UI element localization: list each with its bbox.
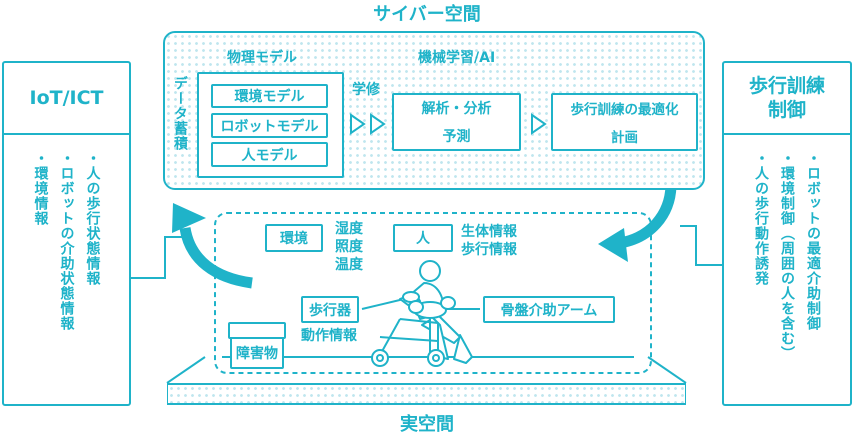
- left-connector-line: [130, 236, 182, 279]
- environment-box: 環境: [265, 224, 323, 252]
- plan-line2: 計画: [611, 130, 638, 146]
- floor-platform: [167, 383, 686, 405]
- gait-control-title: 歩行訓練制御: [724, 63, 850, 135]
- iot-item: ・環境情報: [32, 151, 49, 226]
- illuminance-label: 照度: [335, 239, 363, 255]
- upload-arrow: [179, 226, 253, 289]
- pelvis-arm-link: [361, 298, 405, 310]
- walker-motion-info: 動作情報: [301, 328, 357, 344]
- head: [419, 260, 441, 282]
- cyber-space-title: サイバー空間: [373, 4, 481, 25]
- analysis-line1: 解析・分析: [421, 101, 492, 117]
- iot-item: ・ロボットの介助状態情報: [58, 151, 75, 331]
- plan-line1: 歩行訓練の最適化: [570, 102, 679, 118]
- analysis-box: 解析・分析 予測: [392, 93, 521, 151]
- iot-item: ・人の歩行状態情報: [84, 151, 101, 286]
- gait-info-label: 歩行情報: [461, 242, 517, 258]
- floor-right-edge: [647, 356, 687, 384]
- analysis-line2: 予測: [442, 129, 471, 145]
- control-item: ・環境制御（周囲の人を含む）: [779, 151, 795, 361]
- gait-control-title-line1: 歩行訓練: [748, 75, 825, 97]
- plan-box: 歩行訓練の最適化 計画: [551, 93, 698, 151]
- control-item: ・ロボットの最適介助制御: [805, 151, 821, 331]
- real-space-title: 実空間: [400, 414, 454, 435]
- flow-arrow-icon: [531, 113, 547, 135]
- physical-model-label: 物理モデル: [227, 50, 297, 66]
- iot-ict-panel: IoT/ICT ・人の歩行状態情報 ・ロボットの介助状態情報 ・環境情報: [2, 61, 131, 406]
- person-box: 人: [393, 224, 453, 252]
- temperature-label: 温度: [335, 257, 363, 273]
- floor-left-edge: [166, 356, 206, 384]
- feedback-arrow-head: [598, 228, 628, 262]
- control-item: ・人の歩行動作誘発: [753, 151, 769, 286]
- learning-label: 学修: [352, 82, 380, 98]
- environment-info: 湿度 照度 温度: [335, 220, 363, 274]
- pelvis-arm-box: 骨盤介助アーム: [483, 296, 615, 323]
- walker-box: 歩行器: [301, 296, 359, 323]
- walker-frame: [379, 318, 439, 356]
- gait-control-panel: 歩行訓練制御 ・ロボットの最適介助制御 ・環境制御（周囲の人を含む） ・人の歩行…: [722, 61, 852, 406]
- data-accumulation-label: データ蓄積: [172, 76, 188, 151]
- upload-arrow-head: [172, 203, 206, 233]
- person-info: 生体情報 歩行情報: [461, 223, 517, 259]
- real-space-dashed-boundary: [214, 212, 652, 374]
- environment-model: 環境モデル: [211, 84, 328, 108]
- flow-arrows-icon: [350, 113, 386, 135]
- iot-ict-title: IoT/ICT: [4, 63, 129, 135]
- ml-label: 機械学習/AI: [418, 50, 496, 66]
- person-with-walker-illustration: [361, 260, 480, 367]
- gait-control-title-line2: 制御: [767, 99, 806, 121]
- obstacle-box: 障害物: [230, 337, 284, 369]
- feedback-arrow: [618, 185, 677, 249]
- leg: [453, 334, 473, 364]
- human-model: 人モデル: [211, 142, 328, 167]
- humidity-label: 湿度: [335, 221, 363, 237]
- robot-model: ロボットモデル: [211, 113, 328, 138]
- biometric-info-label: 生体情報: [461, 224, 517, 240]
- right-connector-line: [680, 225, 722, 266]
